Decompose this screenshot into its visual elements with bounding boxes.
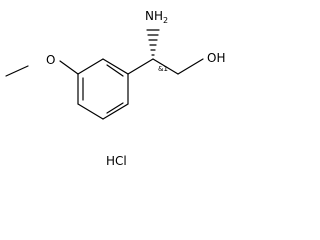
ring-bond — [77, 103, 104, 120]
methoxy-group: O — [5, 53, 79, 77]
aryl-oxygen-bond — [59, 60, 79, 75]
amine-label-main: NH — [145, 9, 163, 23]
salt-label: HCl — [106, 154, 127, 168]
ring-bond — [77, 58, 104, 75]
methylene-oxygen-bond — [177, 58, 204, 75]
methoxy-oxygen-label: O — [46, 53, 55, 67]
ring-bond — [102, 103, 129, 120]
hashed-wedge-bond — [146, 29, 160, 56]
benzene-ring — [77, 58, 129, 120]
stereocenter-methylene-bond — [152, 58, 179, 75]
side-chain: &1 — [127, 29, 204, 75]
ring-double-bond — [106, 102, 124, 114]
hydroxyl-label: OH — [207, 51, 225, 65]
ring-bond — [102, 58, 129, 75]
chemical-structure: O &1 NH2 OH HCl — [5, 9, 225, 168]
amine-label: NH2 — [145, 9, 168, 25]
stereo-label: &1 — [158, 65, 168, 73]
ring-double-bond — [106, 64, 124, 77]
amine-subscript: 2 — [163, 16, 168, 25]
methyl-oxygen-bond — [5, 65, 29, 77]
aryl-stereocenter-bond — [127, 58, 154, 75]
